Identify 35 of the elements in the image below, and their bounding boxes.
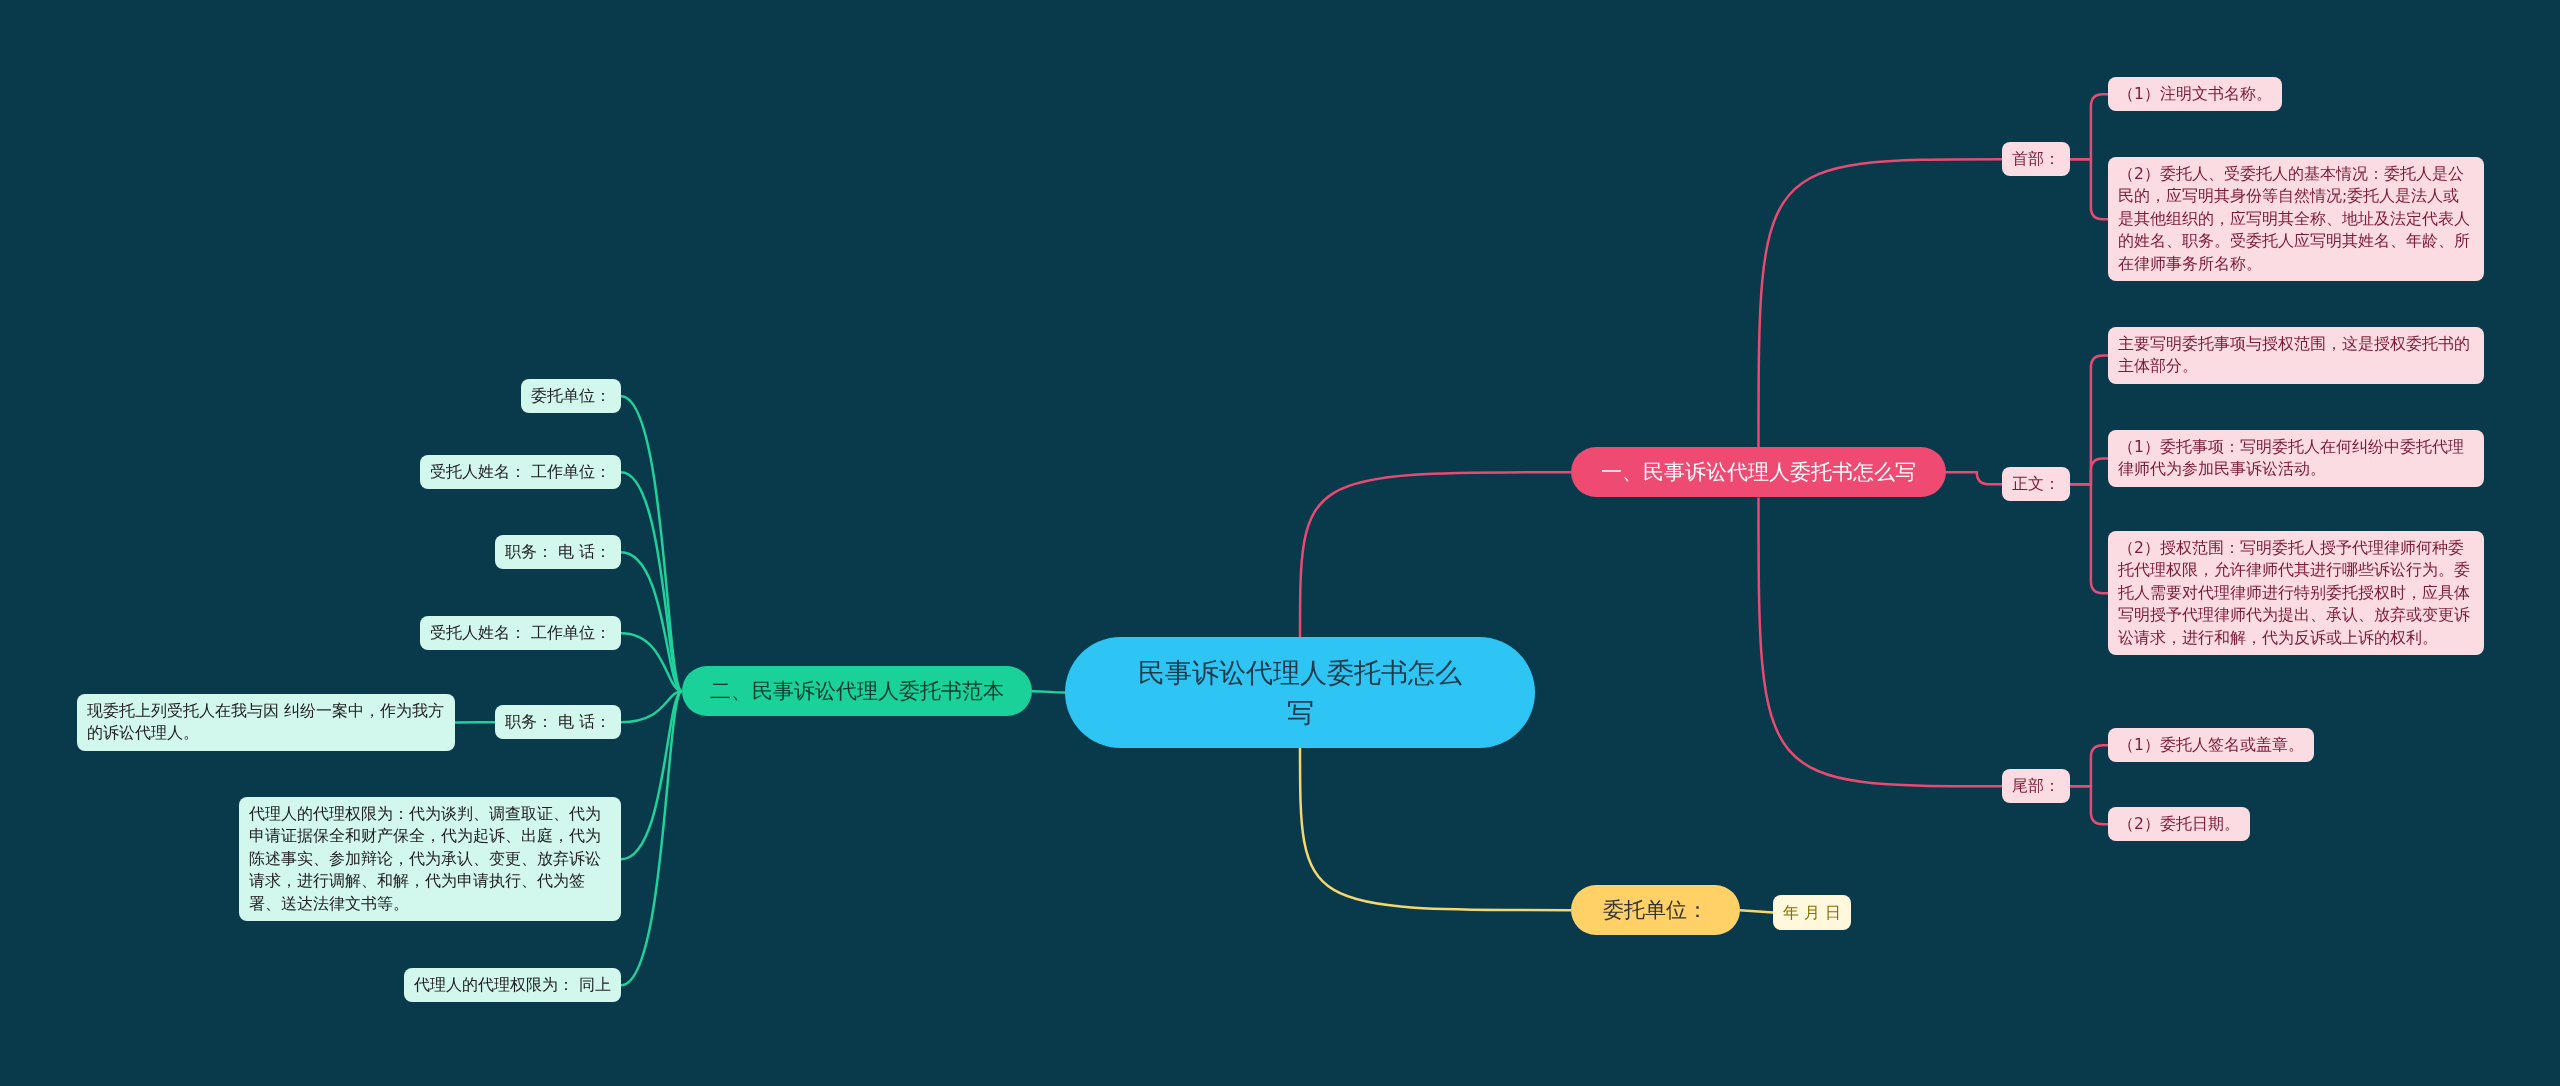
topic-note: （2）委托人、受委托人的基本情况：委托人是公民的，应写明其身份等自然情况;委托人是法人或是其他组织的，应写明其全称、地址及法定代表人的姓名、职务。受委托人应写明其姓名、年龄、所在律师事务所名称。 xyxy=(2108,157,2484,282)
topic-note: 代理人的代理权限为：代为谈判、调查取证、代为申请证据保全和财产保全，代为起诉、出庭，代为陈述事实、参加辩论，代为承认、变更、放弃诉讼请求，进行调解、和解，代为申请执行、代为签署、送达法律文书等。 xyxy=(239,797,621,922)
connector-line xyxy=(620,395,684,692)
central-topic: 民事诉讼代理人委托书怎么写 xyxy=(1065,637,1535,748)
topic-note: （2）授权范围：写明委托人授予代理律师何种委托代理权限，允许律师代其进行哪些诉讼行为。委托人需要对代理律师进行特别委托授权时，应具体写明授予代理律师代为提出、承认、放弃或变更诉讼请求，进行和解，代为反诉或上诉的权利。 xyxy=(2108,531,2484,656)
subtopic: 代理人的代理权限为： 同上 xyxy=(404,968,621,1003)
topic-note: （2）委托日期。 xyxy=(2108,807,2250,842)
connector-line xyxy=(620,690,684,987)
subtopic: 委托单位： xyxy=(521,379,621,414)
branch-topic: 委托单位： xyxy=(1571,885,1740,936)
subtopic: 首部： xyxy=(2002,142,2070,177)
connector-line xyxy=(620,690,683,861)
subtopic: 受托人姓名： 工作单位： xyxy=(420,616,621,651)
subtopic: 职务： 电 话： xyxy=(495,535,621,570)
branch-topic: 一、民事诉讼代理人委托书怎么写 xyxy=(1571,447,1946,498)
connector-line xyxy=(1946,470,2002,486)
topic-note: 现委托上列受托人在我与因 纠纷一案中，作为我方的诉讼代理人。 xyxy=(77,694,455,751)
connector-line xyxy=(1757,158,2002,447)
subtopic: 职务： 电 话： xyxy=(495,705,621,740)
topic-note: （1）委托事项：写明委托人在何纠纷中委托代理律师代为参加民事诉讼活动。 xyxy=(2108,430,2484,487)
connector-line xyxy=(1739,908,1774,914)
topic-note: （1）注明文书名称。 xyxy=(2108,77,2282,112)
connector-line xyxy=(2070,785,2108,826)
connector-line xyxy=(1757,497,2002,788)
subtopic: 尾部： xyxy=(2002,769,2070,804)
topic-note: 年 月 日 xyxy=(1773,895,1852,931)
subtopic: 受托人姓名： 工作单位： xyxy=(420,455,621,490)
connector-line xyxy=(1032,689,1065,694)
subtopic: 正文： xyxy=(2002,467,2070,502)
topic-note: 主要写明委托事项与授权范围，这是授权委托书的主体部分。 xyxy=(2108,327,2484,384)
branch-topic: 二、民事诉讼代理人委托书范本 xyxy=(682,666,1032,717)
connector-line xyxy=(1298,470,1571,637)
topic-note: （1）委托人签名或盖章。 xyxy=(2108,728,2314,763)
connector-line xyxy=(1298,748,1571,912)
connector-line xyxy=(455,721,496,724)
